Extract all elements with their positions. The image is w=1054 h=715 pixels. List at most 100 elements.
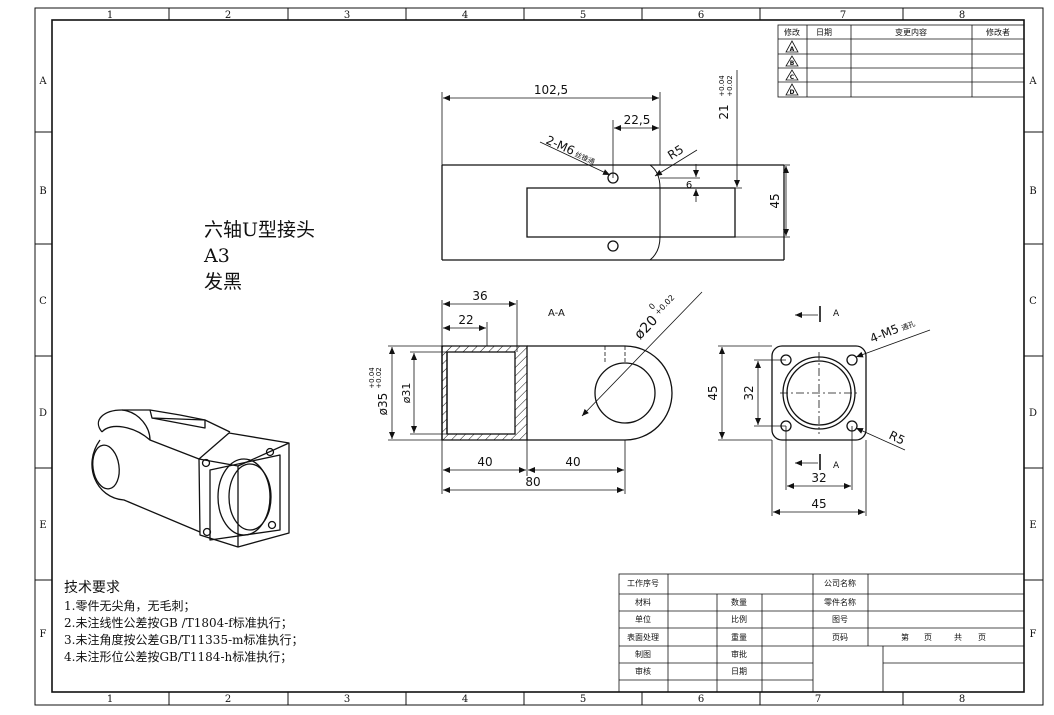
row-label-a-right: A bbox=[1028, 76, 1037, 87]
dim-slot-depth: 6 bbox=[686, 180, 692, 191]
tech-req-item-2: 2.未注线性公差按GB /T1804-f标准执行； bbox=[64, 615, 293, 630]
dim-total-height: 45 bbox=[768, 193, 782, 208]
tech-req-item-1: 1.零件无尖角，无毛刺； bbox=[64, 599, 195, 613]
row-label-f-right: F bbox=[1030, 629, 1037, 640]
tb-check-label: 审核 bbox=[635, 666, 651, 676]
revision-mark-d: D bbox=[790, 89, 795, 96]
col-label-1-top: 1 bbox=[107, 10, 113, 21]
dim-slot-tol-lower: +0.02 bbox=[726, 75, 734, 96]
tb-page-code-label: 页码 bbox=[832, 633, 848, 642]
col-label-2-bottom: 2 bbox=[225, 694, 231, 705]
tb-drawing-no-label: 图号 bbox=[832, 615, 848, 624]
revision-header-content: 变更内容 bbox=[895, 27, 927, 37]
revision-mark-d-icon bbox=[785, 83, 799, 96]
dim-bore-depth: 36 bbox=[472, 289, 487, 303]
revision-mark-a: A bbox=[790, 46, 795, 53]
col-label-4-top: 4 bbox=[462, 10, 468, 21]
part-title: 六轴U型接头 bbox=[204, 219, 315, 241]
revision-header-change: 修改 bbox=[784, 27, 800, 37]
col-label-7-top: 7 bbox=[840, 10, 846, 21]
tb-weight-label: 重量 bbox=[731, 632, 747, 642]
title-block: 工作序号 材料 单位 表面处理 制图 审核 数量 比例 重量 审批 日期 公司名… bbox=[618, 573, 1025, 693]
paper-size: A3 bbox=[203, 245, 230, 267]
revision-mark-b: B bbox=[790, 60, 795, 67]
dim-flange-height: 45 bbox=[706, 385, 720, 400]
col-label-1-bottom: 1 bbox=[107, 694, 113, 705]
section-mark-top: A bbox=[833, 309, 840, 319]
tb-unit-label: 单位 bbox=[635, 614, 651, 624]
dim-outer-tol-lower: +0.02 bbox=[375, 367, 383, 388]
col-label-5-top: 5 bbox=[580, 10, 586, 21]
tb-date-label: 日期 bbox=[731, 667, 747, 676]
title-note: 六轴U型接头 A3 发黑 bbox=[203, 219, 315, 293]
row-label-e-right: E bbox=[1029, 520, 1036, 531]
dim-hole-offset: 22,5 bbox=[624, 113, 651, 127]
dim-flange-holes-suffix: 通孔 bbox=[900, 319, 916, 333]
row-label-c-left: C bbox=[39, 296, 47, 307]
col-label-4-bottom: 4 bbox=[462, 694, 468, 705]
dim-counterbore-depth: 22 bbox=[458, 313, 473, 327]
col-label-3-bottom: 3 bbox=[344, 694, 350, 705]
top-view: 102,5 22,5 6 45 21 +0.04 +0.02 2-M6 丝锥通 … bbox=[441, 70, 790, 261]
dim-threaded-holes: 2-M6 bbox=[544, 133, 577, 158]
tb-scale-label: 比例 bbox=[731, 614, 747, 624]
tech-req-item-3: 3.未注角度按公差GB/T11335-m标准执行； bbox=[64, 632, 304, 647]
section-mark-bottom: A bbox=[833, 461, 840, 471]
section-label: A-A bbox=[548, 308, 565, 319]
row-label-d-left: D bbox=[39, 408, 47, 419]
row-label-c-right: C bbox=[1029, 296, 1037, 307]
row-label-a-left: A bbox=[38, 76, 47, 87]
row-label-f-left: F bbox=[40, 629, 47, 640]
dim-slot-offset: 21 bbox=[717, 104, 731, 119]
revision-table: 修改 日期 变更内容 修改者 A B C D bbox=[777, 24, 1025, 98]
tb-quantity-label: 数量 bbox=[731, 597, 747, 607]
col-label-3-top: 3 bbox=[344, 10, 350, 21]
revision-mark-c-icon bbox=[785, 69, 799, 81]
tb-draw-label: 制图 bbox=[635, 649, 651, 659]
dim-hole-spacing-h: 32 bbox=[811, 471, 826, 485]
dim-outer-diameter: ø35 bbox=[376, 393, 390, 416]
col-label-8-top: 8 bbox=[959, 10, 965, 21]
row-label-d-right: D bbox=[1029, 408, 1037, 419]
revision-mark-b-icon bbox=[785, 55, 799, 67]
row-label-e-left: E bbox=[39, 520, 46, 531]
isometric-view bbox=[91, 409, 290, 548]
tb-part-name-label: 零件名称 bbox=[824, 597, 856, 607]
dim-cross-hole-tol-upper: +0.02 bbox=[653, 293, 677, 317]
dim-slot-tol-upper: +0.04 bbox=[718, 75, 726, 97]
end-view: A A 32 45 45 32 4-M5 通孔 R5 bbox=[706, 306, 931, 516]
revision-header-author: 修改者 bbox=[986, 27, 1010, 37]
sheet-frame bbox=[34, 7, 1044, 706]
tb-work-no-label: 工作序号 bbox=[627, 578, 659, 588]
dim-right-length: 40 bbox=[565, 455, 580, 469]
row-label-b-left: B bbox=[39, 186, 46, 197]
tb-surface-label: 表面处理 bbox=[627, 632, 659, 642]
dim-threaded-holes-suffix: 丝锥通 bbox=[573, 150, 596, 167]
dim-inner-diameter: ø31 bbox=[400, 383, 413, 404]
tb-page-of-3: 共 bbox=[954, 633, 962, 642]
row-label-b-right: B bbox=[1029, 186, 1036, 197]
col-label-6-bottom: 6 bbox=[698, 694, 704, 705]
dim-flange-width: 45 bbox=[811, 497, 826, 511]
tb-company-label: 公司名称 bbox=[824, 578, 856, 588]
col-label-6-top: 6 bbox=[698, 10, 704, 21]
tech-req-title: 技术要求 bbox=[64, 580, 120, 596]
col-label-7-bottom: 7 bbox=[815, 694, 821, 705]
tb-review-label: 审批 bbox=[731, 649, 747, 659]
tb-page-of-4: 页 bbox=[978, 633, 986, 642]
tb-page-of-1: 第 bbox=[901, 632, 909, 642]
section-view: A-A 36 22 40 40 80 ø35 +0.04 +0.02 ø31 ø… bbox=[368, 289, 703, 494]
tb-material-label: 材料 bbox=[635, 597, 651, 607]
revision-mark-c: C bbox=[790, 74, 795, 81]
tech-req-item-4: 4.未注形位公差按GB/T1184-h标准执行； bbox=[64, 649, 292, 664]
dim-total-length: 80 bbox=[525, 475, 540, 489]
dim-left-length: 40 bbox=[477, 455, 492, 469]
revision-mark-a-icon bbox=[785, 40, 799, 53]
dim-overall-length: 102,5 bbox=[534, 83, 568, 97]
dim-hole-spacing-v: 32 bbox=[742, 385, 756, 400]
dim-flange-radius: R5 bbox=[887, 428, 908, 448]
dim-outer-tol-upper: +0.04 bbox=[368, 367, 376, 389]
dim-cross-hole-tol-lower: 0 bbox=[647, 302, 657, 312]
col-label-8-bottom: 8 bbox=[959, 694, 965, 705]
